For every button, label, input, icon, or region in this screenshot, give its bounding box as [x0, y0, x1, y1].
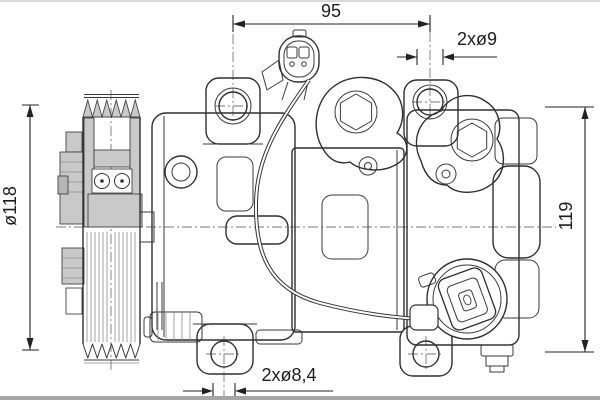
- service-valve: [480, 344, 514, 373]
- mount-lug-top-front: [203, 77, 263, 145]
- port-boss-front: [315, 76, 408, 176]
- mount-lug-bottom-front: [143, 311, 257, 375]
- dim-label-95: 95: [321, 1, 341, 21]
- port-boss-rear: [415, 94, 504, 193]
- bottom-edge-strip: [0, 396, 600, 400]
- dim-label-119: 119: [556, 202, 576, 231]
- wiring-harness: [253, 78, 419, 321]
- dimension-bottom-holes: 2xø8,4: [183, 365, 333, 399]
- dimension-pulley-diameter: ø118: [0, 104, 39, 351]
- dimension-top-holes: 2xø9: [397, 29, 497, 65]
- dimension-body-height: 119: [545, 106, 594, 353]
- top-connector: [261, 29, 320, 101]
- mount-lug-top-rear: [403, 79, 459, 147]
- dim-label-2xo84: 2xø8,4: [261, 365, 316, 385]
- dim-label-o118: ø118: [0, 186, 20, 226]
- dim-label-2xo9: 2xø9: [457, 29, 497, 49]
- electrical-connector: [409, 258, 508, 340]
- pulley-surface-lines: [86, 232, 136, 342]
- top-edge-strip: [0, 0, 600, 2]
- dimension-top-width: 95: [232, 1, 431, 32]
- clutch-pulley-section: [57, 94, 155, 364]
